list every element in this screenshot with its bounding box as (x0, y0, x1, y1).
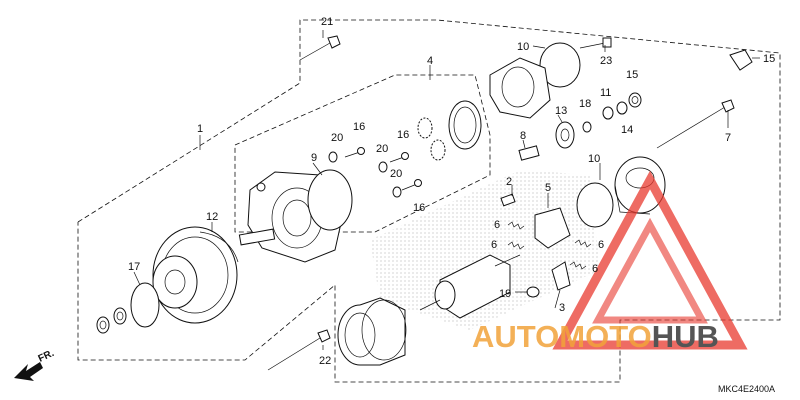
watermark-text: AUTOMOTOHUB (472, 319, 719, 354)
o-ring-10-top (539, 42, 581, 88)
reference-code: MKC4E2400A (718, 384, 775, 394)
cap-nut-15 (729, 49, 753, 71)
callout-10a: 10 (517, 41, 529, 53)
washers-left (96, 307, 127, 334)
bolt-22 (267, 329, 331, 371)
callout-8: 8 (520, 130, 526, 142)
parts (14, 35, 753, 381)
small-parts (582, 92, 642, 133)
watermark-text-part2: HUB (652, 319, 719, 354)
callout-20a: 20 (331, 132, 343, 144)
callout-9: 9 (311, 152, 317, 164)
callout-6c: 6 (598, 239, 604, 251)
callout-17: 17 (128, 261, 140, 273)
callout-2: 2 (506, 176, 512, 188)
callouts: 1 2 3 4 5 6 6 6 6 7 8 9 10 10 11 12 13 1… (128, 16, 775, 367)
bolt-23 (579, 37, 612, 49)
callout-10b: 10 (588, 153, 600, 165)
callout-15a: 15 (763, 53, 775, 65)
callout-11: 11 (600, 87, 611, 99)
washers-20 (328, 151, 402, 198)
planetary-gears (417, 117, 446, 161)
direction-label: FR. (37, 348, 56, 365)
stud-8 (518, 145, 540, 161)
callout-22: 22 (319, 355, 331, 367)
background-shading (370, 170, 600, 330)
front-direction-arrow (14, 362, 43, 381)
bolt-21 (299, 35, 341, 61)
callout-6a: 6 (494, 219, 500, 231)
brush-2 (500, 193, 516, 207)
through-bolt-7 (656, 99, 735, 149)
callout-14: 14 (621, 124, 633, 136)
clip-3 (551, 261, 571, 291)
callout-12: 12 (206, 211, 218, 223)
callout-4: 4 (427, 55, 433, 67)
o-ring-17 (130, 282, 160, 328)
callout-16b: 16 (397, 129, 409, 141)
watermark-logo (552, 170, 748, 350)
callout-18: 18 (579, 98, 591, 110)
callout-15b: 15 (626, 69, 638, 81)
callout-6d: 6 (592, 263, 598, 275)
o-ring-10-right (576, 182, 614, 228)
ring-gear (448, 100, 482, 150)
callout-16a: 16 (353, 121, 365, 133)
callout-20c: 20 (390, 168, 402, 180)
callout-16c: 16 (413, 202, 425, 214)
callout-21: 21 (321, 16, 333, 28)
rear-end-cover (614, 156, 666, 215)
callout-23: 23 (600, 55, 612, 67)
callout-13: 13 (555, 105, 567, 117)
callout-19: 19 (499, 288, 511, 300)
callout-6b: 6 (491, 239, 497, 251)
watermark-text-part1: AUTOMOTO (472, 319, 652, 354)
o-ring-9 (307, 169, 353, 231)
callout-20b: 20 (376, 143, 388, 155)
callout-5: 5 (545, 182, 551, 194)
callout-7: 7 (725, 132, 731, 144)
gear-housing (489, 57, 551, 119)
screws-16 (344, 147, 422, 191)
callout-3: 3 (559, 302, 565, 314)
leader-lines (133, 30, 760, 350)
brush-holder-5 (534, 207, 571, 249)
callout-1: 1 (197, 123, 203, 135)
pinion-13 (555, 121, 575, 149)
armature (419, 254, 521, 319)
yoke (337, 297, 407, 366)
springs-6 (507, 221, 592, 270)
bolt-19 (526, 286, 540, 298)
rear-cover-12 (152, 226, 239, 324)
